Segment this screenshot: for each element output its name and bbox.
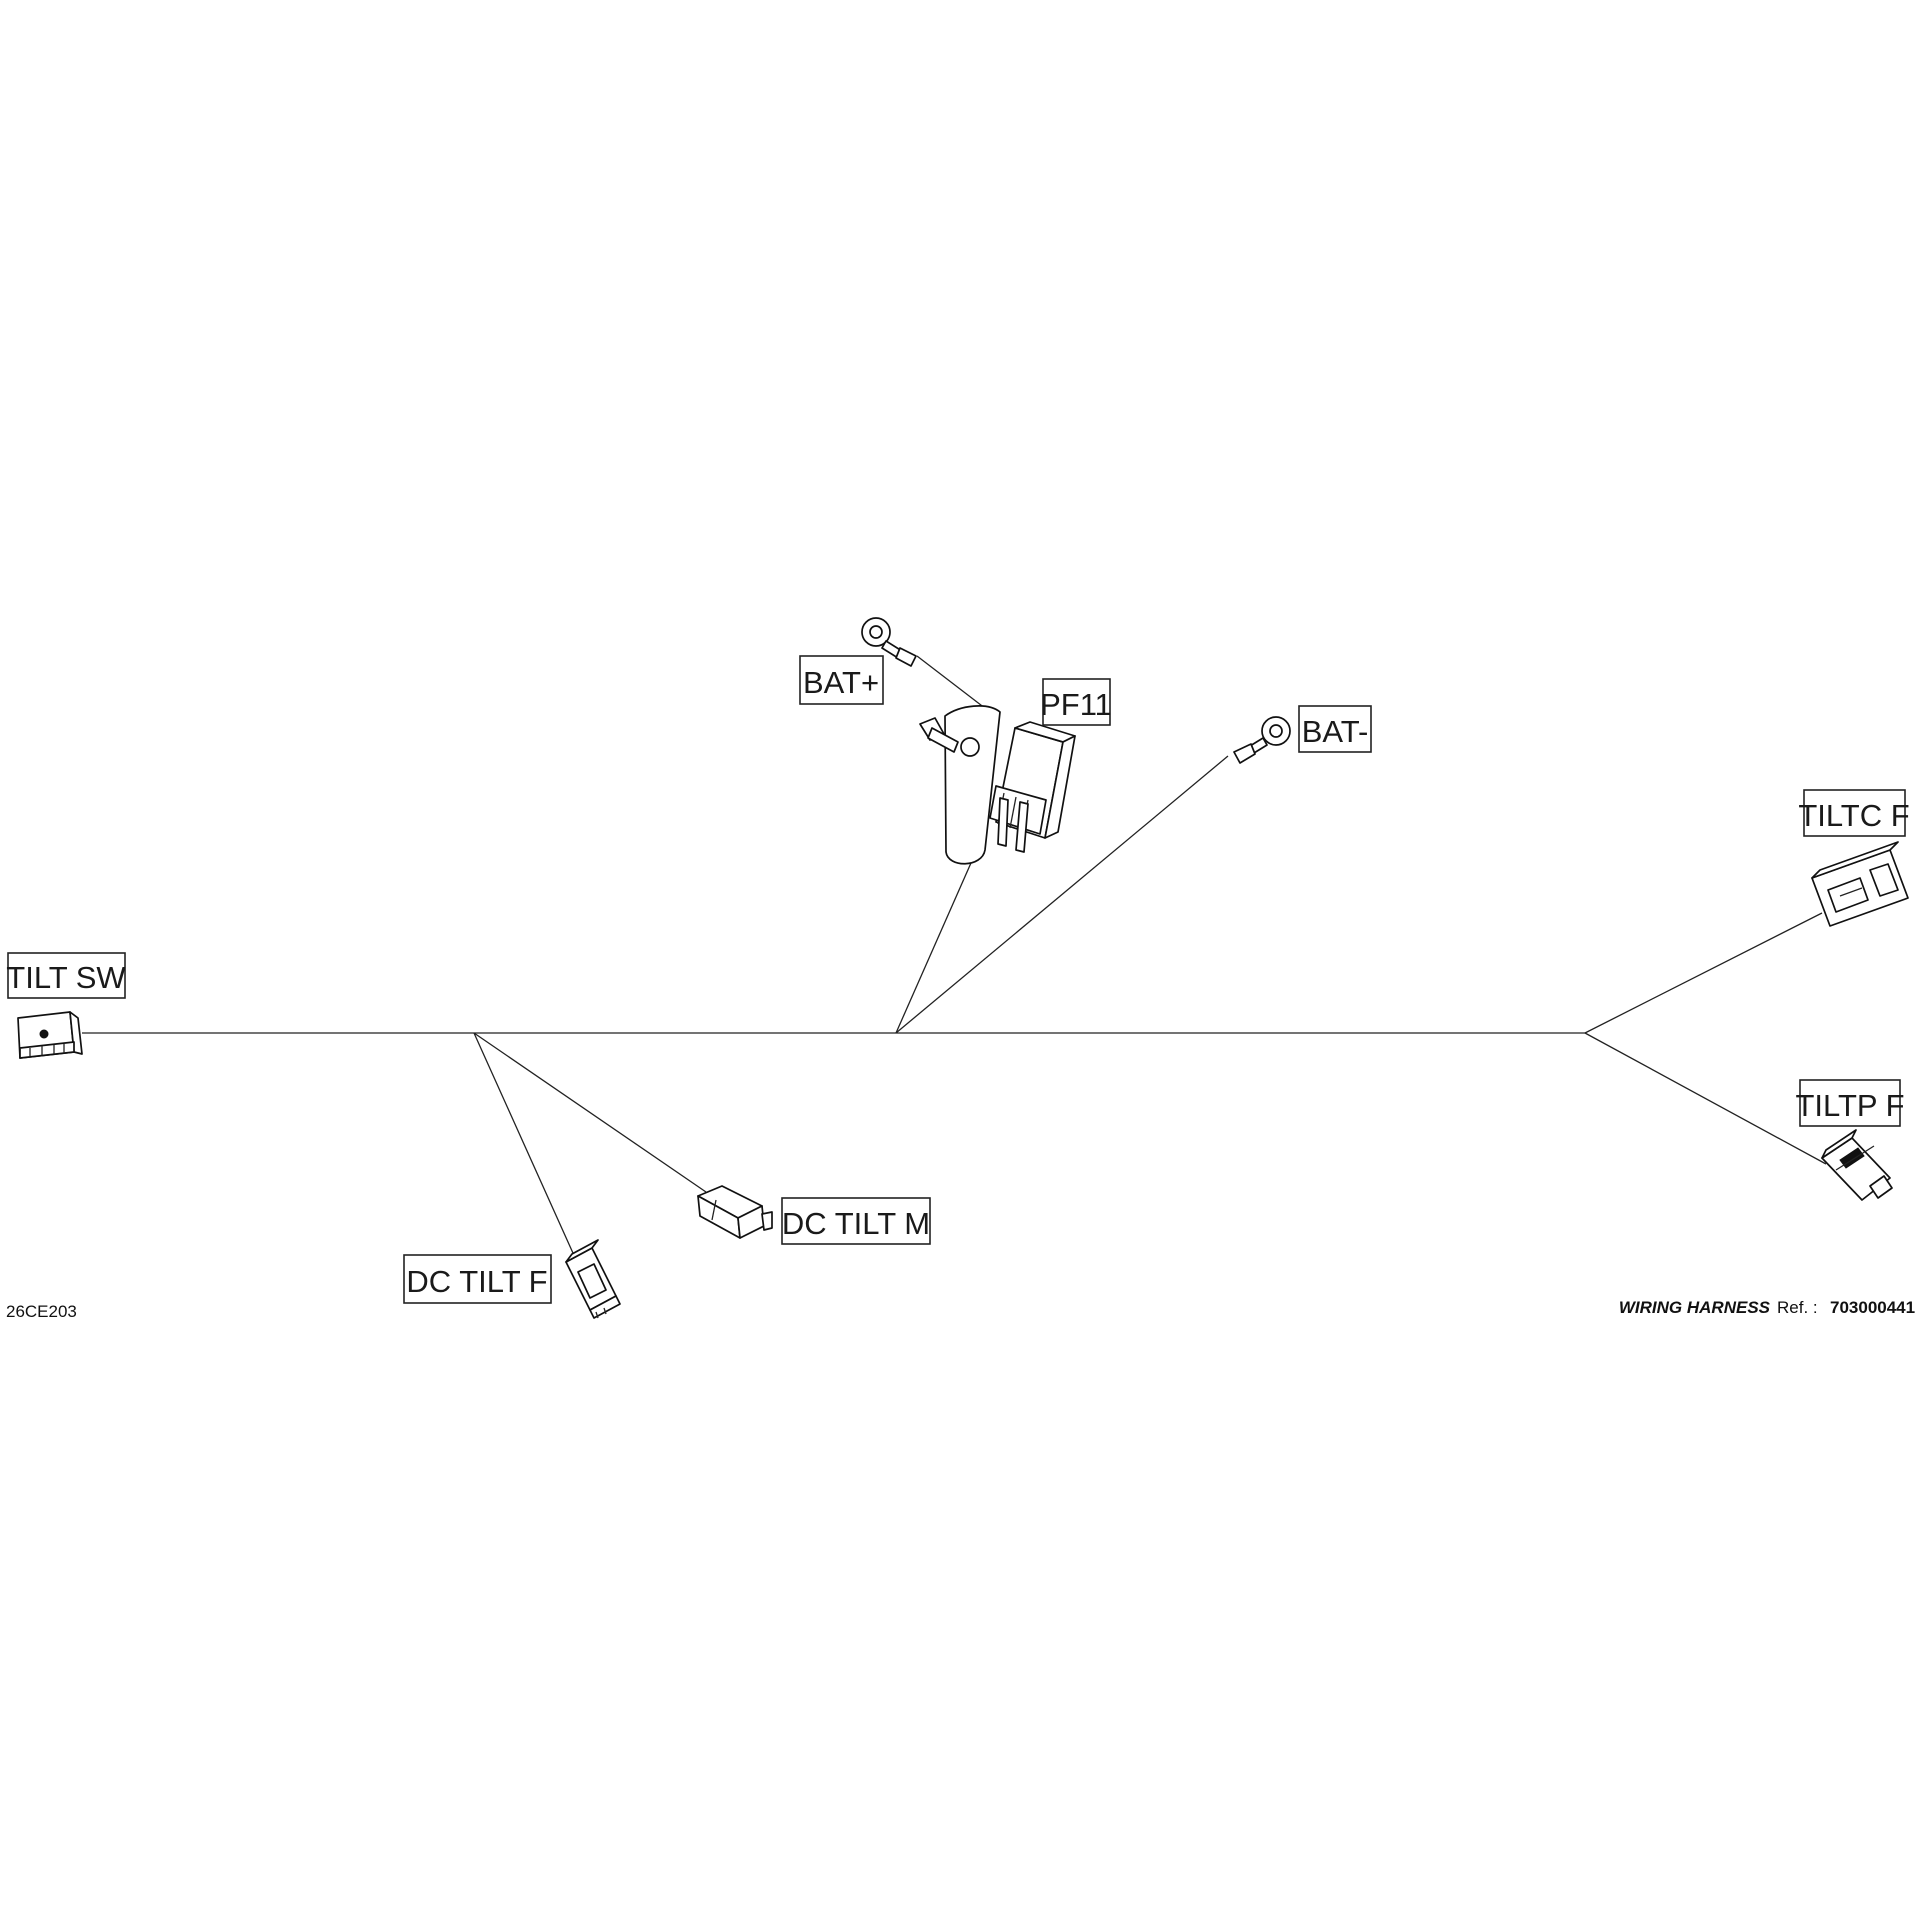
label-bat-pos-text: BAT+ xyxy=(803,665,879,700)
label-tiltc-f-text: TILTC F xyxy=(1798,798,1909,833)
drawing-code: 26CE203 xyxy=(6,1302,77,1321)
connector-icon xyxy=(1821,1129,1893,1201)
ring-terminal-icon xyxy=(1233,716,1291,764)
label-dc-tilt-m: DC TILT M xyxy=(781,1197,931,1245)
harness-wires xyxy=(82,655,1827,1263)
footer-title: WIRING HARNESS xyxy=(1619,1298,1771,1317)
connector-icon xyxy=(565,1239,621,1319)
label-tiltc-f: TILTC F xyxy=(1798,789,1910,837)
footer-reference: WIRING HARNESS Ref. : 703000441 xyxy=(1619,1298,1915,1317)
label-pf11-text: PF11 xyxy=(1040,687,1112,722)
label-bat-pos: BAT+ xyxy=(799,655,884,705)
branch-tiltp-f-wire xyxy=(1584,1032,1827,1165)
footer-ref-label: Ref. : xyxy=(1777,1298,1818,1317)
label-bat-neg-text: BAT- xyxy=(1302,714,1369,749)
branch-dc-tilt-m-wire xyxy=(473,1032,707,1193)
connector-icon xyxy=(1811,841,1909,927)
label-dc-tilt-m-text: DC TILT M xyxy=(782,1206,930,1241)
ring-terminal-icon xyxy=(861,617,917,667)
label-dc-tilt-f-text: DC TILT F xyxy=(406,1264,547,1299)
label-tilt-sw-text: TILT SW xyxy=(6,960,126,995)
label-dc-tilt-f: DC TILT F xyxy=(403,1254,552,1304)
label-pf11: PF11 xyxy=(1040,678,1112,726)
label-bat-neg: BAT- xyxy=(1298,705,1372,753)
branch-tiltc-f-wire xyxy=(1584,912,1823,1034)
connector-icon xyxy=(17,1011,83,1059)
bat-pos-lead-wire xyxy=(916,655,991,713)
branch-dc-tilt-f-wire xyxy=(473,1032,578,1263)
branch-bat-neg-wire xyxy=(895,755,1229,1034)
label-tilt-sw: TILT SW xyxy=(6,952,126,999)
label-tiltp-f: TILTP F xyxy=(1795,1079,1905,1127)
footer-ref-number: 703000441 xyxy=(1830,1298,1915,1317)
branch-pf11-wire xyxy=(895,837,983,1034)
connector-icon xyxy=(697,1185,773,1239)
fuse-holder-icon xyxy=(919,705,1076,865)
label-tiltp-f-text: TILTP F xyxy=(1795,1088,1904,1123)
